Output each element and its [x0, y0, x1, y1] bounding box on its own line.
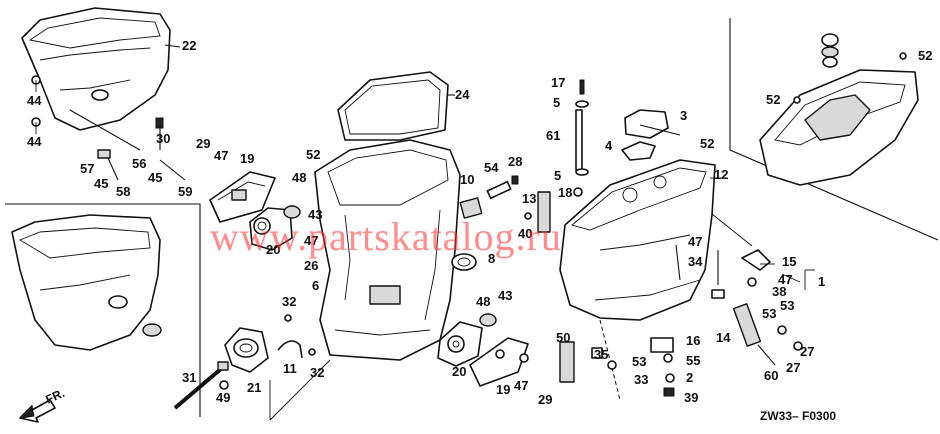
- front-marker: FR.: [43, 386, 66, 407]
- callout-34: 34: [688, 254, 703, 269]
- callout-19: 19: [240, 151, 254, 166]
- callout-28: 28: [508, 154, 522, 169]
- callout-45: 45: [94, 176, 108, 191]
- callout-52: 52: [766, 92, 780, 107]
- callout-32: 32: [310, 365, 324, 380]
- front-direction-arrow: [19, 399, 56, 423]
- callout-56: 56: [132, 156, 146, 171]
- callout-29: 29: [196, 136, 210, 151]
- lower-bracket-part-19: [469, 337, 529, 387]
- callout-33: 33: [634, 372, 648, 387]
- callout-40: 40: [518, 226, 532, 241]
- callout-16: 16: [686, 333, 700, 348]
- callout-50: 50: [556, 330, 570, 345]
- callout-49: 49: [216, 390, 230, 405]
- callout-12: 12: [714, 167, 728, 182]
- callout-44: 44: [27, 93, 42, 108]
- callout-17: 17: [551, 75, 565, 90]
- callout-1: 1: [818, 274, 825, 289]
- callout-52: 52: [700, 136, 714, 151]
- callout-52: 52: [918, 48, 932, 63]
- hardware-44-45-57-58: [31, 75, 186, 181]
- callout-15: 15: [782, 254, 796, 269]
- leader-lines: [35, 80, 815, 421]
- callout-54: 54: [484, 160, 499, 175]
- callout-61: 61: [546, 128, 560, 143]
- callout-13: 13: [522, 191, 536, 206]
- callout-4: 4: [605, 138, 613, 153]
- section-dividers: [5, 18, 939, 417]
- lower-cover-part: [11, 214, 162, 351]
- callout-44: 44: [27, 134, 42, 149]
- center-hardware: [451, 175, 551, 271]
- callout-21: 21: [247, 380, 261, 395]
- callout-6: 6: [312, 278, 319, 293]
- callout-47: 47: [214, 148, 228, 163]
- callout-3: 3: [680, 108, 687, 123]
- callout-20: 20: [266, 242, 280, 257]
- extension-case-part-6: [314, 139, 461, 361]
- callout-60: 60: [764, 368, 778, 383]
- callout-45: 45: [148, 170, 162, 185]
- callout-5: 5: [553, 95, 560, 110]
- bracket-part-3: [624, 109, 681, 139]
- callout-43: 43: [308, 207, 322, 222]
- drawing-code: ZW33– F0300: [760, 409, 836, 423]
- shift-rod-part-61: [573, 79, 589, 197]
- callout-55: 55: [686, 353, 700, 368]
- callout-24: 24: [455, 87, 470, 102]
- bracket-part-19: [209, 171, 276, 223]
- callout-38: 38: [772, 284, 786, 299]
- gasket-part-24: [337, 71, 455, 141]
- callout-52: 52: [306, 147, 320, 162]
- lower-mount-part-20: [437, 313, 497, 367]
- callout-43: 43: [498, 288, 512, 303]
- callout-29: 29: [538, 392, 552, 407]
- top-right-cover: [759, 33, 919, 186]
- clip-part-11: [277, 314, 316, 359]
- callout-19: 19: [496, 382, 510, 397]
- callout-32: 32: [282, 294, 296, 309]
- lower-right-hardware: [559, 244, 803, 397]
- callout-2: 2: [686, 370, 693, 385]
- callout-53: 53: [780, 298, 794, 313]
- callout-47: 47: [514, 378, 528, 393]
- callout-20: 20: [452, 364, 466, 379]
- callout-26: 26: [304, 258, 318, 273]
- callout-48: 48: [476, 294, 490, 309]
- mount-part-20: [249, 205, 301, 251]
- callout-47: 47: [778, 272, 792, 287]
- callout-31: 31: [182, 370, 196, 385]
- callout-18: 18: [558, 185, 572, 200]
- callout-58: 58: [116, 184, 130, 199]
- callout-27: 27: [800, 344, 814, 359]
- callout-5: 5: [554, 168, 561, 183]
- callout-53: 53: [632, 354, 646, 369]
- callout-59: 59: [178, 184, 192, 199]
- callout-27: 27: [786, 360, 800, 375]
- upper-cover-part-22: [21, 7, 181, 131]
- gear-case-part-12: [559, 159, 716, 401]
- clamp-part-4: [621, 141, 656, 161]
- callout-8: 8: [488, 251, 495, 266]
- callout-48: 48: [292, 170, 306, 185]
- bolt-part-31: [173, 361, 229, 410]
- callout-22: 22: [182, 38, 196, 53]
- callout-39: 39: [684, 390, 698, 405]
- callout-47: 47: [688, 234, 702, 249]
- collar-part-21: [224, 327, 269, 373]
- callout-57: 57: [80, 161, 94, 176]
- watermark: www.partskatalog.ru: [210, 214, 562, 259]
- callout-30: 30: [156, 131, 170, 146]
- callout-14: 14: [716, 330, 731, 345]
- callout-53: 53: [762, 306, 776, 321]
- callout-11: 11: [283, 361, 297, 376]
- callout-35: 35: [594, 347, 608, 362]
- callout-47: 47: [304, 233, 318, 248]
- callout-10: 10: [460, 172, 474, 187]
